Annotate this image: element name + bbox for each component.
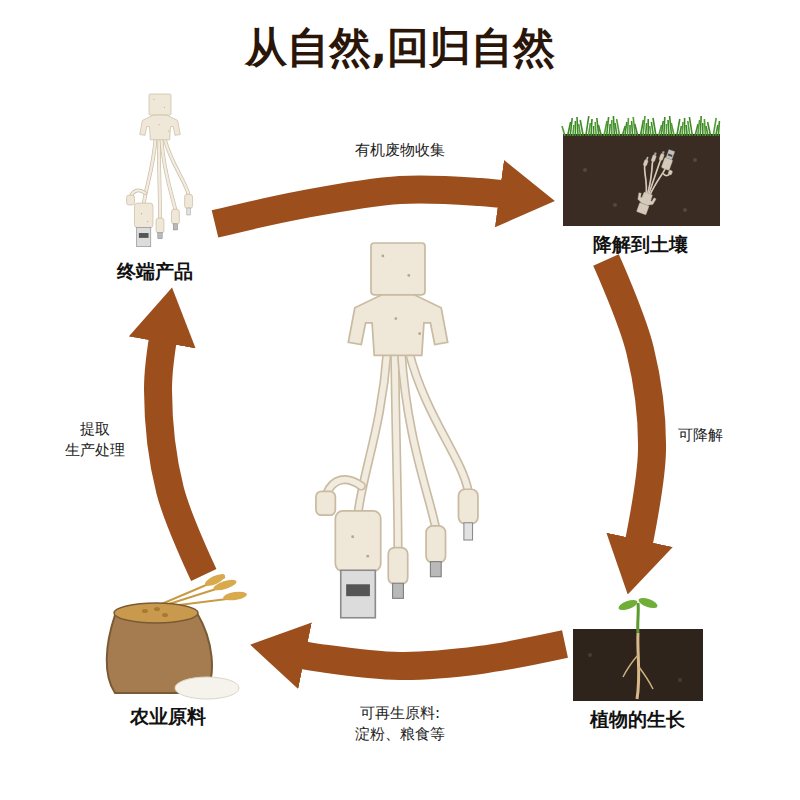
soil-grain (613, 203, 617, 207)
stem (636, 603, 640, 633)
grass-blade (588, 123, 590, 136)
picture-space (565, 595, 710, 703)
grass-blade (607, 117, 609, 136)
grass-blade (689, 117, 692, 136)
grass-blade (625, 122, 627, 136)
grass-blade (650, 126, 651, 136)
grass-blade (700, 116, 701, 136)
node-caption: 降解到土壤 (589, 232, 692, 256)
node-caption: 农业原料 (126, 704, 210, 728)
grass-blade (609, 124, 610, 136)
grass-blade (647, 119, 649, 136)
grass-blade (593, 126, 595, 136)
grain (154, 607, 160, 611)
sprout-picture (573, 596, 703, 701)
grass-blade (615, 123, 617, 136)
product-cable (127, 94, 193, 247)
grass-blade (653, 118, 656, 136)
flour-mound (175, 677, 239, 699)
soil-grain (583, 168, 587, 172)
grass-blade (613, 116, 614, 136)
grass-blade (704, 119, 705, 136)
grass-blade (684, 118, 686, 136)
grass (562, 116, 719, 136)
grass-blade (643, 116, 645, 136)
arrow-label: 可再生原料: 淀粉、粮食等 (348, 702, 453, 746)
grass-blade (679, 126, 681, 136)
node-caption: 终端产品 (113, 259, 197, 283)
grass-blade (698, 120, 700, 136)
cycle-arrow (158, 327, 204, 575)
title: 从自然,回归自然 (0, 20, 800, 76)
grass-blade (666, 124, 668, 136)
soil-block (573, 629, 703, 701)
soil-picture (562, 116, 720, 226)
picture-node: 植物的生长 (565, 595, 710, 735)
arrow-label: 提取 生产处理 (58, 418, 133, 462)
grass-blade (708, 122, 711, 136)
grass-blade (611, 120, 613, 136)
grass-blade (598, 125, 601, 136)
grass-blade (686, 125, 687, 136)
grass-blade (629, 125, 631, 136)
soil-grain (683, 208, 687, 212)
grass-blade (591, 119, 592, 136)
grain (162, 613, 168, 617)
grain-heap (114, 603, 198, 623)
leaf (637, 596, 659, 610)
soil-grain (588, 653, 592, 657)
center-cable (316, 243, 478, 618)
grass-blade (682, 122, 683, 136)
grass-blade (579, 124, 581, 136)
cycle-arrow (606, 260, 652, 555)
grass-blade (706, 126, 708, 136)
grass-blade (573, 125, 574, 136)
grain (142, 609, 148, 613)
wheat-ear (223, 590, 248, 601)
grass-blade (664, 117, 665, 136)
node-caption: 植物的生长 (586, 707, 689, 731)
soil-grain (693, 158, 697, 162)
picture-node: 农业原料 (85, 575, 250, 732)
leaf (617, 598, 639, 612)
arrow-label: 有机废物收集 (352, 139, 448, 162)
grass-blade (595, 122, 596, 136)
grass-blade (668, 120, 669, 136)
grass-blade (627, 118, 628, 136)
grass-blade (646, 123, 647, 136)
root-branch (623, 655, 653, 689)
root (637, 633, 639, 699)
wheat-ear (203, 572, 226, 589)
grass-blade (716, 125, 718, 136)
grass-blade (570, 118, 572, 136)
grass-blade (688, 121, 690, 136)
soil-block (563, 134, 720, 226)
grass-blade (702, 123, 704, 136)
picture-space (85, 575, 250, 700)
grass-blade (661, 121, 663, 136)
grass-blade (562, 126, 565, 136)
grass-blade (718, 121, 719, 136)
buried-cable (627, 143, 679, 218)
cycle-arrow (289, 644, 565, 666)
soil-grain (678, 678, 682, 682)
picture-space (95, 90, 215, 255)
picture-space (555, 110, 725, 228)
arrow-label: 可降解 (675, 424, 726, 447)
grass-blade (632, 121, 633, 136)
grass-blade (671, 123, 674, 136)
cycle-arrow (215, 189, 515, 224)
grass-blade (575, 121, 577, 136)
picture-node: 终端产品 (95, 90, 215, 287)
grain-sack-picture (107, 572, 248, 699)
grass-blade (580, 120, 583, 136)
grass-blade (577, 117, 578, 136)
picture-node: 降解到土壤 (555, 110, 725, 260)
grass-blade (635, 124, 638, 136)
grass-blade (617, 119, 620, 136)
grass-blade (651, 122, 653, 136)
